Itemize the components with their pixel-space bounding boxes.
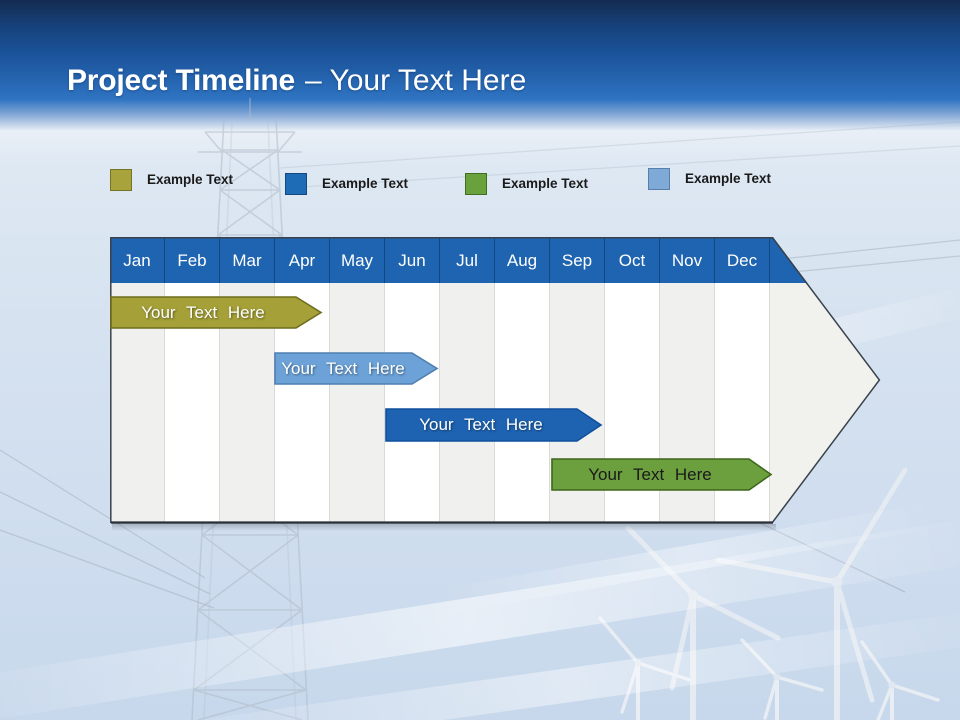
legend-label: Example Text — [322, 176, 409, 191]
month-label: Aug — [506, 251, 538, 270]
month-header-row: Jan Feb Mar Apr May Jun Jul Aug Sep Oct … — [110, 237, 880, 283]
month-label: Jun — [398, 251, 426, 270]
month-cell-dec: Dec — [715, 237, 770, 283]
month-cell-jul: Jul — [440, 237, 495, 283]
month-label: Feb — [177, 251, 207, 270]
slide-title-subtitle: – Your Text Here — [305, 64, 527, 97]
legend-item-2: Example Text — [285, 173, 408, 195]
month-label: Mar — [232, 251, 262, 270]
bar-label: Your Text Here — [588, 464, 712, 484]
month-cell-apr: Apr — [275, 237, 330, 283]
cloud-streak — [122, 605, 960, 720]
legend-swatch-green — [465, 173, 487, 195]
month-cell-nov: Nov — [660, 237, 715, 283]
cloud-streak — [0, 512, 960, 720]
column-jun — [385, 283, 440, 523]
timeline-reflection-shadow — [112, 524, 776, 531]
month-label: Dec — [726, 251, 758, 270]
timeline-arrow-table: Jan Feb Mar Apr May Jun Jul Aug Sep Oct … — [110, 237, 882, 531]
month-label: Apr — [288, 251, 316, 270]
legend-item-4: Example Text — [648, 168, 771, 190]
timeline-bar-3: Your Text Here — [385, 408, 603, 442]
slide-title-main: Project Timeline — [67, 64, 295, 97]
legend-item-3: Example Text — [465, 173, 588, 195]
legend-swatch-blue — [285, 173, 307, 195]
legend-label: Example Text — [502, 176, 589, 191]
bar-label: Your Text Here — [419, 415, 543, 434]
legend-item-1: Example Text — [110, 169, 233, 191]
legend-swatch-lightblue — [648, 168, 670, 190]
legend-label: Example Text — [147, 172, 234, 187]
month-cell-sep: Sep — [550, 237, 605, 283]
timeline-bar-1: Your Text Here — [110, 296, 323, 329]
column-jul — [440, 283, 495, 523]
month-label: Jan — [123, 251, 151, 270]
month-cell-aug: Aug — [495, 237, 550, 283]
legend-swatch-olive — [110, 169, 132, 191]
bar-label: Your Text Here — [281, 358, 405, 378]
bar-label: Your Text Here — [141, 302, 265, 322]
timeline-bar-4: Your Text Here — [551, 458, 773, 491]
month-cell-may: May — [330, 237, 385, 283]
month-cell-feb: Feb — [165, 237, 220, 283]
timeline-bar-2: Your Text Here — [274, 352, 439, 385]
month-label: Jul — [456, 251, 478, 270]
month-cell-mar: Mar — [220, 237, 275, 283]
month-label: Sep — [561, 251, 593, 270]
month-label: Nov — [671, 251, 703, 270]
month-cell-jan: Jan — [110, 237, 165, 283]
slide-title: Project Timeline – Your Text Here — [67, 61, 526, 101]
column-aug — [495, 283, 550, 523]
month-cell-oct: Oct — [605, 237, 660, 283]
column-may — [330, 283, 385, 523]
month-cell-jun: Jun — [385, 237, 440, 283]
month-label: May — [340, 251, 374, 270]
legend-label: Example Text — [685, 171, 772, 186]
month-label: Oct — [618, 251, 646, 270]
